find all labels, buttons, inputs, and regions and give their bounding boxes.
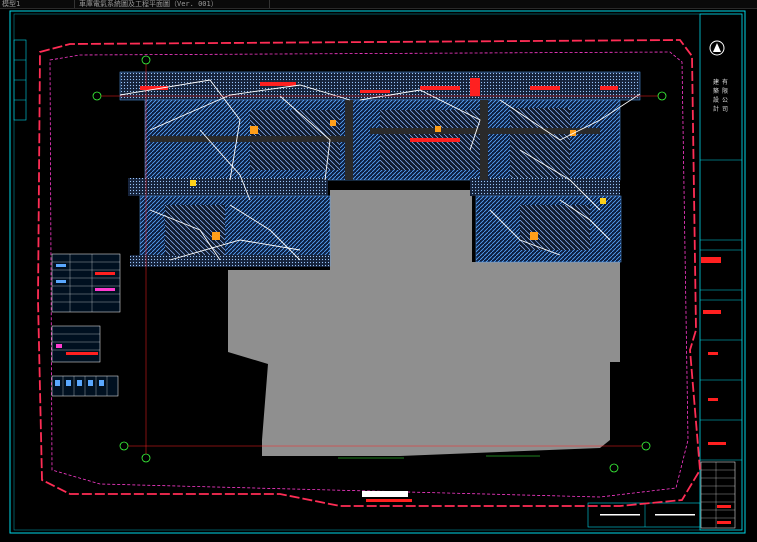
site-boundary [37,39,701,507]
corridors [150,100,600,180]
grid-lines [101,64,658,454]
binding-strip [13,39,27,121]
legend-table-3 [51,375,119,397]
wiring-runs [119,79,641,261]
legend-table-2 [51,325,101,363]
company-char-4: 計 [713,105,719,113]
podium-footprint [228,190,620,456]
company-char-7: 公 [722,97,728,104]
drawing-title-bar [362,491,412,502]
tab-model[interactable]: 模型1 [2,0,21,8]
equipment-red [140,78,618,142]
legend-table-1 [51,253,121,313]
title-block [699,13,743,531]
company-name-vertical: 建 築 設 計 有 限 公 司 [713,78,728,113]
company-char-5: 有 [722,78,728,86]
document-tab-bar: 模型1 車庫電氣系統圖及工程平面圖（Ver. 001） [0,0,757,9]
company-char-2: 築 [713,87,719,95]
company-char-1: 建 [713,78,719,86]
drawing-frame-outer [9,10,746,534]
company-char-3: 設 [713,96,719,104]
site-boundary-inner [49,51,689,498]
company-char-8: 司 [722,106,728,113]
grid-dim-lines [338,455,540,459]
building-lower-left-wing [130,195,331,267]
company-logo-icon [709,40,725,56]
company-char-6: 限 [722,87,728,95]
tab-drawing-file[interactable]: 車庫電氣系統圖及工程平面圖（Ver. 001） [74,0,270,8]
